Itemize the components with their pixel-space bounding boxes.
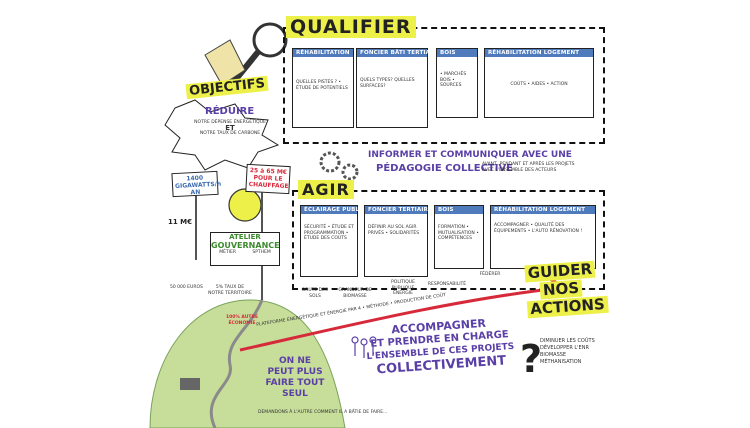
qualifier-card-foncier: FONCIER BÂTI TERTIAIRE QUELS TYPES? QUEL… bbox=[356, 48, 441, 128]
agir-tab-foncier: FONCIER TERTIAIRE bbox=[365, 206, 432, 214]
timeline-label: RESPONSABILITÉ bbox=[427, 282, 467, 287]
qualifier-note-foncier: QUELS TYPES? QUELLES SURFACES? bbox=[360, 78, 415, 89]
agir-tab-bois: BOIS bbox=[435, 206, 483, 214]
informer-line1: INFORMER ET COMMUNIQUER AVEC UNE bbox=[368, 150, 572, 160]
qualifier-card-rehab-logement: RÉHABILITATION LOGEMENT COÛTS • AIDES • … bbox=[484, 48, 594, 118]
seul-block: ON NE PEUT PLUS FAIRE TOUT SEUL bbox=[260, 356, 330, 400]
objectifs-line2: ET bbox=[225, 123, 235, 132]
question-item: MÉTHANISATION bbox=[540, 359, 582, 365]
timeline-label: POLITIQUE PUBLIQUE ÉNERGIE bbox=[391, 280, 415, 296]
qualifier-tab-foncier: FONCIER BÂTI TERTIAIRE bbox=[357, 49, 441, 57]
objectifs-line3: NOTRE TAUX DE CARBONE bbox=[199, 131, 261, 136]
agir-card-foncier: FONCIER TERTIAIRE DÉFINIR AU SOL AGIR PR… bbox=[364, 205, 432, 277]
agir-note-rehab-logement: ACCOMPAGNER • QUALITÉ DES ÉQUIPEMENTS • … bbox=[494, 223, 583, 234]
stat-11m: 11 M€ bbox=[168, 218, 193, 226]
informer-aside-line2: AVEC L'ENSEMBLE DES ACTEURS bbox=[482, 167, 557, 173]
people-icon bbox=[351, 336, 377, 358]
informer-aside: AVANT, PENDANT ET APRÈS LES PROJETS AVEC… bbox=[482, 162, 592, 173]
gear-icon bbox=[341, 163, 359, 181]
atelier-sign: ATELIER GOUVERNANCE MÉTIER SPTHEM bbox=[210, 232, 280, 266]
objectifs-subtitle: RÉDUIRE bbox=[205, 106, 255, 117]
qualifier-tab-rehab-logement: RÉHABILITATION LOGEMENT bbox=[485, 49, 593, 57]
person-head bbox=[228, 188, 262, 222]
agir-card-eclairage: ÉCLAIRAGE PUBLIC SÉCURITÉ • ÉTUDE ET PRO… bbox=[300, 205, 366, 277]
seul-line1: ON NE bbox=[279, 356, 311, 366]
qualifier-note-rehab: QUELLES PISTES ? • ÉTUDE DE POTENTIELS bbox=[296, 80, 348, 91]
qualifier-note-rehab-logement: COÛTS • AIDES • ACTION bbox=[510, 82, 568, 87]
guider-block: GUIDER NOS ACTIONS bbox=[524, 260, 609, 319]
timeline-label: GRANDEUR DE BIOMASSE bbox=[338, 288, 372, 299]
objectifs-line1: NOTRE DÉPENSE ÉNERGÉTIQUE bbox=[194, 120, 266, 125]
agir-card-bois: BOIS FORMATION • MUTUALISATION • COMPÉTE… bbox=[434, 205, 484, 269]
stat-sat: 50 000 EUROS bbox=[170, 285, 203, 290]
agir-note-eclairage: SÉCURITÉ • ÉTUDE ET PROGRAMMATION • ÉTUD… bbox=[304, 225, 354, 241]
question-mark-icon: ? bbox=[520, 337, 542, 381]
timeline-label: FÉDÉRER bbox=[479, 272, 501, 277]
seul-line2: PEUT PLUS bbox=[267, 367, 323, 377]
agir-note-foncier: DÉFINIR AU SOL AGIR PRIVÉS • SOLIDARITÉS bbox=[368, 225, 420, 236]
hill-road bbox=[209, 299, 264, 428]
qualifier-note-bois: • MARCHÉS BOIS • SOURCES bbox=[440, 72, 467, 88]
timeline-arrow bbox=[239, 286, 561, 352]
agir-card-rehab-logement: RÉHABILITATION LOGEMENT ACCOMPAGNER • QU… bbox=[490, 205, 596, 269]
agir-frame bbox=[292, 190, 605, 290]
seul-line3: FAIRE TOUT SEUL bbox=[265, 378, 325, 399]
question-item: BIOMASSE bbox=[540, 352, 567, 358]
objectifs-burst bbox=[164, 99, 280, 171]
agir-title: AGIR bbox=[298, 180, 354, 199]
question-item: DIMINUER LES COÛTS bbox=[540, 338, 595, 344]
atelier-line1: ATELIER bbox=[229, 233, 261, 241]
stat-gigawatts: 1400 GIGAWATTS/h AN bbox=[174, 174, 222, 197]
qualifier-card-rehab: RÉHABILITATION QUELLES PISTES ? • ÉTUDE … bbox=[292, 48, 354, 128]
agir-tab-rehab-logement: RÉHABILITATION LOGEMENT bbox=[491, 206, 595, 214]
timeline-label: BRUTE DES SOLS bbox=[302, 288, 328, 299]
informer-line2: PÉDAGOGIE COLLECTIVE bbox=[376, 163, 514, 174]
qualifier-tab-bois: BOIS bbox=[437, 49, 477, 57]
stat-box-chauffage: 25 à 65 M€ POUR LE CHAUFFAGE bbox=[245, 163, 291, 195]
objectifs-text: NOTRE DÉPENSE ÉNERGÉTIQUE ET NOTRE TAUX … bbox=[190, 120, 270, 137]
vehicle-icon bbox=[180, 378, 200, 390]
agir-tab-eclairage: ÉCLAIRAGE PUBLIC bbox=[301, 206, 366, 214]
qualifier-tab-rehab: RÉHABILITATION bbox=[293, 49, 353, 57]
green-hill bbox=[149, 299, 346, 428]
gear-icon bbox=[319, 151, 341, 173]
stat-chauffage: 25 à 65 M€ POUR LE CHAUFFAGE bbox=[248, 167, 289, 191]
stat-box-gigawatts: 1400 GIGAWATTS/h AN bbox=[171, 170, 222, 198]
arm-sketch bbox=[204, 39, 246, 86]
stat-100pct: 100% AUTRE ÉCONOMIE bbox=[225, 315, 259, 326]
informer-aside-line1: AVANT, PENDANT ET APRÈS LES PROJETS bbox=[482, 162, 575, 167]
qualifier-card-bois: BOIS • MARCHÉS BOIS • SOURCES bbox=[436, 48, 478, 118]
magnifier-icon bbox=[252, 22, 288, 58]
accompagner-block: ACCOMPAGNER ET PRENDRE EN CHARGE L'ENSEM… bbox=[358, 314, 521, 378]
atelier-line2: GOUVERNANCE bbox=[211, 241, 280, 250]
question-item: DÉVELOPPER L'ENR bbox=[540, 345, 589, 351]
question-list: DIMINUER LES COÛTS DÉVELOPPER L'ENR BIOM… bbox=[540, 338, 610, 366]
footnote: DEMANDONS À L'AUTRE COMMENT IL A BÂTIE D… bbox=[258, 410, 388, 415]
atelier-line4: SPTHEM bbox=[252, 250, 271, 255]
stat-5pct: 5% TAUX DE NOTRE TERRITOIRE bbox=[208, 285, 252, 296]
qualifier-frame bbox=[283, 27, 605, 144]
atelier-line3: MÉTIER bbox=[219, 250, 236, 255]
qualifier-title: QUALIFIER bbox=[286, 16, 416, 38]
agir-note-bois: FORMATION • MUTUALISATION • COMPÉTENCES bbox=[438, 225, 479, 241]
